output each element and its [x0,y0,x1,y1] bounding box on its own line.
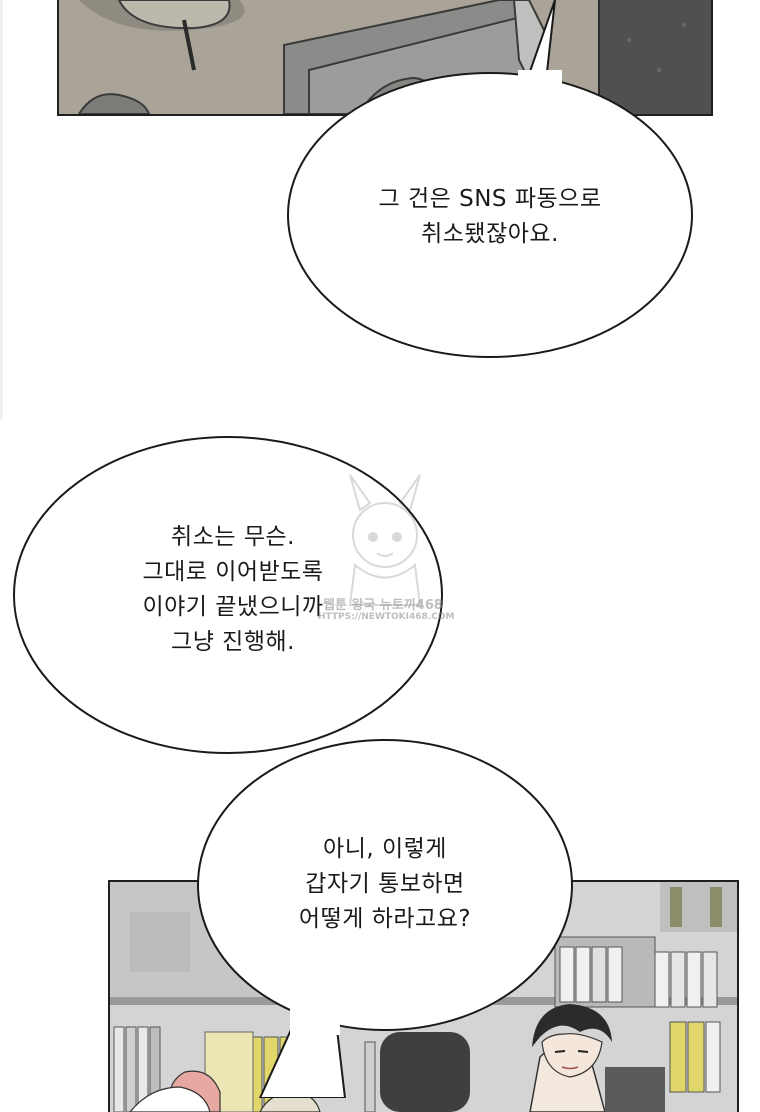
watermark-line-2: HTTPS://NEWTOKI468.COM [318,612,455,622]
bubble-1-tail-joint [518,70,562,110]
bubble-3-line-2: 갑자기 통보하면 [305,871,465,897]
watermark-mascot-icon [348,474,422,606]
speech-bubble-1 [287,72,693,358]
bubble-2-text: 취소는 무슨. 그대로 이어받도록 이야기 끝냈으니까 그냥 진행해. [73,520,393,660]
bubble-3-line-1: 아니, 이렇게 [323,836,447,862]
bubble-3-line-3: 어떻게 하라고요? [298,906,472,932]
bubble-1-line-2: 취소됐잖아요. [421,221,559,247]
watermark-line-1: 웹툰 왕국 뉴토끼468 [323,598,443,613]
page-edge-rule [0,0,3,420]
speech-bubble-3 [197,739,573,1031]
bubble-1-line-1: 그 건은 SNS 파동으로 [378,186,602,212]
bubble-3-tail-joint [290,985,340,1035]
bubble-2-line-4: 그냥 진행해. [171,629,295,655]
bubble-1-text: 그 건은 SNS 파동으로 취소됐잖아요. [330,182,650,252]
bubble-2-line-1: 취소는 무슨. [171,524,295,550]
bubble-2-line-3: 이야기 끝냈으니까 [142,594,324,620]
bubble-3-text: 아니, 이렇게 갑자기 통보하면 어떻게 하라고요? [230,832,540,937]
speech-bubble-2 [13,436,443,754]
bubble-2-line-2: 그대로 이어받도록 [142,559,324,585]
